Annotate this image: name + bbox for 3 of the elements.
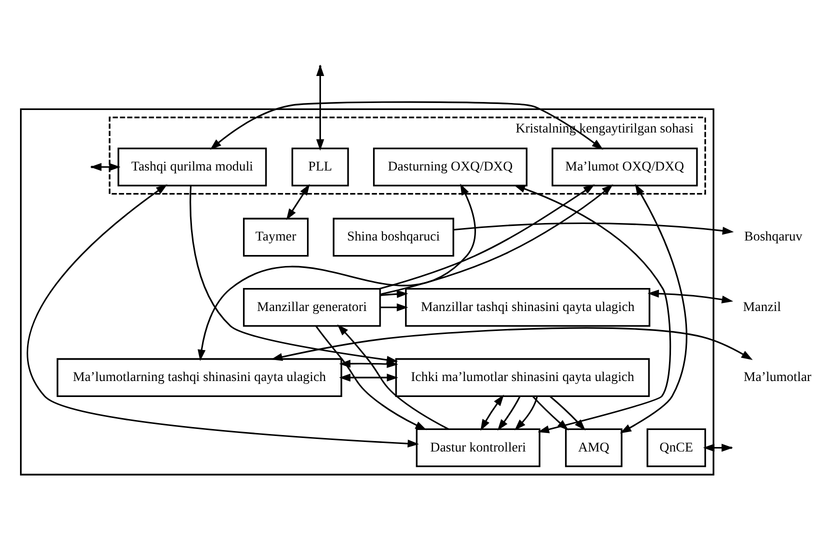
node-text: Ma’lumotlar [744,368,812,384]
node-text: Manzil [743,298,781,314]
node-text: Boshqaruv [744,228,802,244]
